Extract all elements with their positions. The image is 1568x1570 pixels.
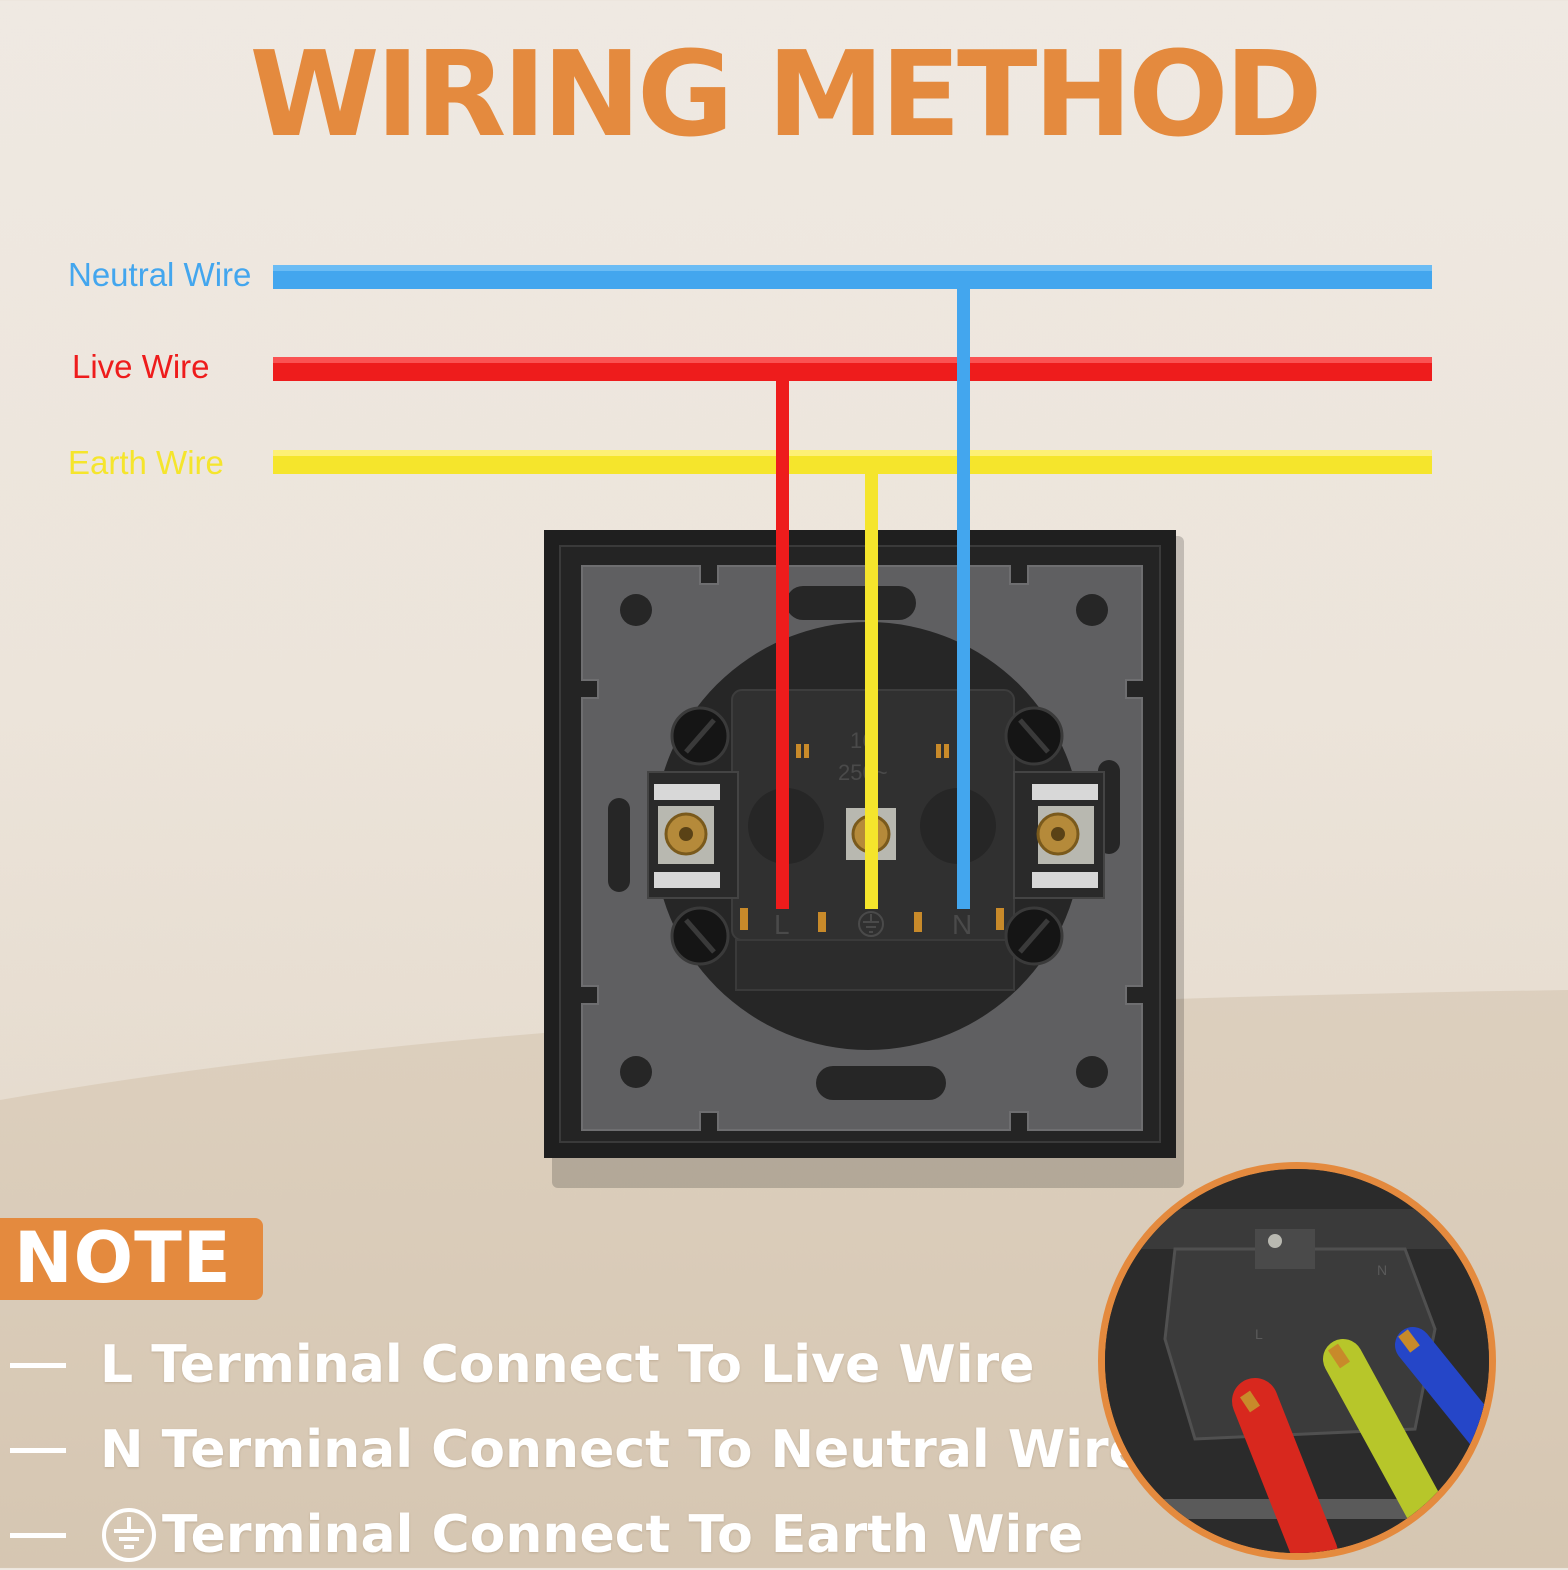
slot-top: [786, 586, 916, 620]
note-item-neutral-text: N Terminal Connect To Neutral Wire: [100, 1420, 1144, 1480]
terminal-l-label: L: [774, 909, 790, 940]
terminal-n-label: N: [952, 909, 972, 940]
dash-icon: [10, 1447, 66, 1453]
terminal-earth-symbol-icon: [858, 911, 884, 937]
mount-hole-top-right: [1076, 594, 1108, 626]
inset-neutral-wire: [1395, 1327, 1489, 1457]
dash-icon: [10, 1362, 66, 1368]
earth-wire-highlight: [273, 450, 1432, 456]
note-heading: NOTE: [14, 1217, 232, 1299]
slot-left: [608, 798, 630, 892]
note-item-earth: Terminal Connect To Earth Wire: [10, 1500, 1083, 1570]
note-item-live-text: L Terminal Connect To Live Wire: [100, 1335, 1035, 1395]
screw-bottom-right: [1004, 906, 1064, 966]
inset-terminal-n-label: N: [1377, 1262, 1387, 1278]
contact-strips: [740, 744, 1004, 932]
live-drop-wire: [776, 381, 789, 909]
screw-bottom-left: [670, 906, 730, 966]
dash-icon: [10, 1532, 66, 1538]
screw-top-left: [670, 706, 730, 766]
clamp-terminal-right: [1013, 771, 1105, 899]
note-item-earth-text: Terminal Connect To Earth Wire: [162, 1505, 1084, 1565]
socket-base: [735, 939, 1015, 991]
inset-illustration: L N: [1105, 1169, 1489, 1553]
mount-hole-bottom-right: [1076, 1056, 1108, 1088]
inset-earth-wire: [1323, 1339, 1445, 1529]
neutral-wire-label: Neutral Wire: [68, 256, 252, 293]
mount-hole-top-left: [620, 594, 652, 626]
neutral-wire-highlight: [273, 265, 1432, 271]
rating-voltage: 250~: [838, 760, 888, 785]
earth-symbol-icon: [102, 1508, 156, 1562]
inset-live-wire: [1232, 1378, 1338, 1553]
earth-drop-wire: [865, 474, 878, 909]
note-item-live: L Terminal Connect To Live Wire: [10, 1330, 1034, 1400]
neutral-drop-wire: [957, 289, 970, 909]
mount-hole-bottom-left: [620, 1056, 652, 1088]
slot-bottom: [816, 1066, 946, 1100]
live-wire-label: Live Wire: [72, 348, 210, 385]
wiring-detail-inset: L N: [1098, 1162, 1496, 1560]
page-title: WIRING METHOD: [249, 25, 1322, 163]
clamp-terminal-left: [647, 771, 739, 899]
inset-terminal-l-label: L: [1255, 1326, 1263, 1342]
note-badge: NOTE: [0, 1218, 263, 1300]
note-item-neutral: N Terminal Connect To Neutral Wire: [10, 1415, 1144, 1485]
earth-wire-label: Earth Wire: [68, 444, 224, 481]
screw-top-right: [1004, 706, 1064, 766]
live-wire-highlight: [273, 357, 1432, 363]
